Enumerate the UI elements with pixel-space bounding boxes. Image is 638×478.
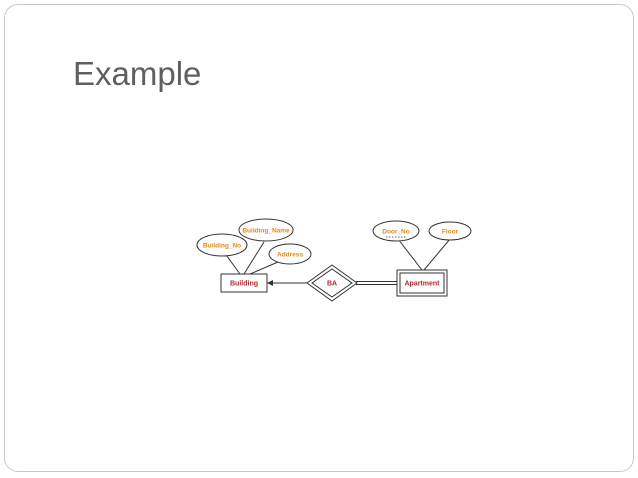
- door-no-connector: [397, 238, 423, 271]
- entity-apartment-label: Apartment: [404, 281, 440, 288]
- slide-title: Example: [73, 55, 202, 92]
- building-name-connector: [243, 241, 265, 275]
- entity-building: Building: [220, 273, 268, 293]
- attribute-floor: Floor: [428, 221, 472, 241]
- attribute-door-no: Door_No: [372, 220, 420, 242]
- floor-connector: [423, 238, 451, 271]
- attribute-door-no-label: Door_No: [382, 228, 409, 235]
- address-connector: [249, 261, 279, 275]
- entity-apartment: Apartment: [396, 269, 448, 297]
- relationship-ba-label: BA: [327, 281, 337, 288]
- attribute-address-label: Address: [277, 251, 303, 258]
- attribute-building-name-label: Building_Name: [242, 227, 290, 234]
- attribute-address: Address: [268, 243, 312, 265]
- entity-building-label: Building: [230, 281, 258, 288]
- attribute-building-no: Building_No: [196, 233, 248, 257]
- attribute-building-no-label: Building_No: [203, 242, 241, 249]
- slide-frame: Example: [4, 4, 634, 472]
- attribute-building-name: Building_Name: [238, 218, 294, 242]
- relationship-ba: BA: [306, 264, 358, 302]
- attribute-floor-label: Floor: [442, 228, 459, 235]
